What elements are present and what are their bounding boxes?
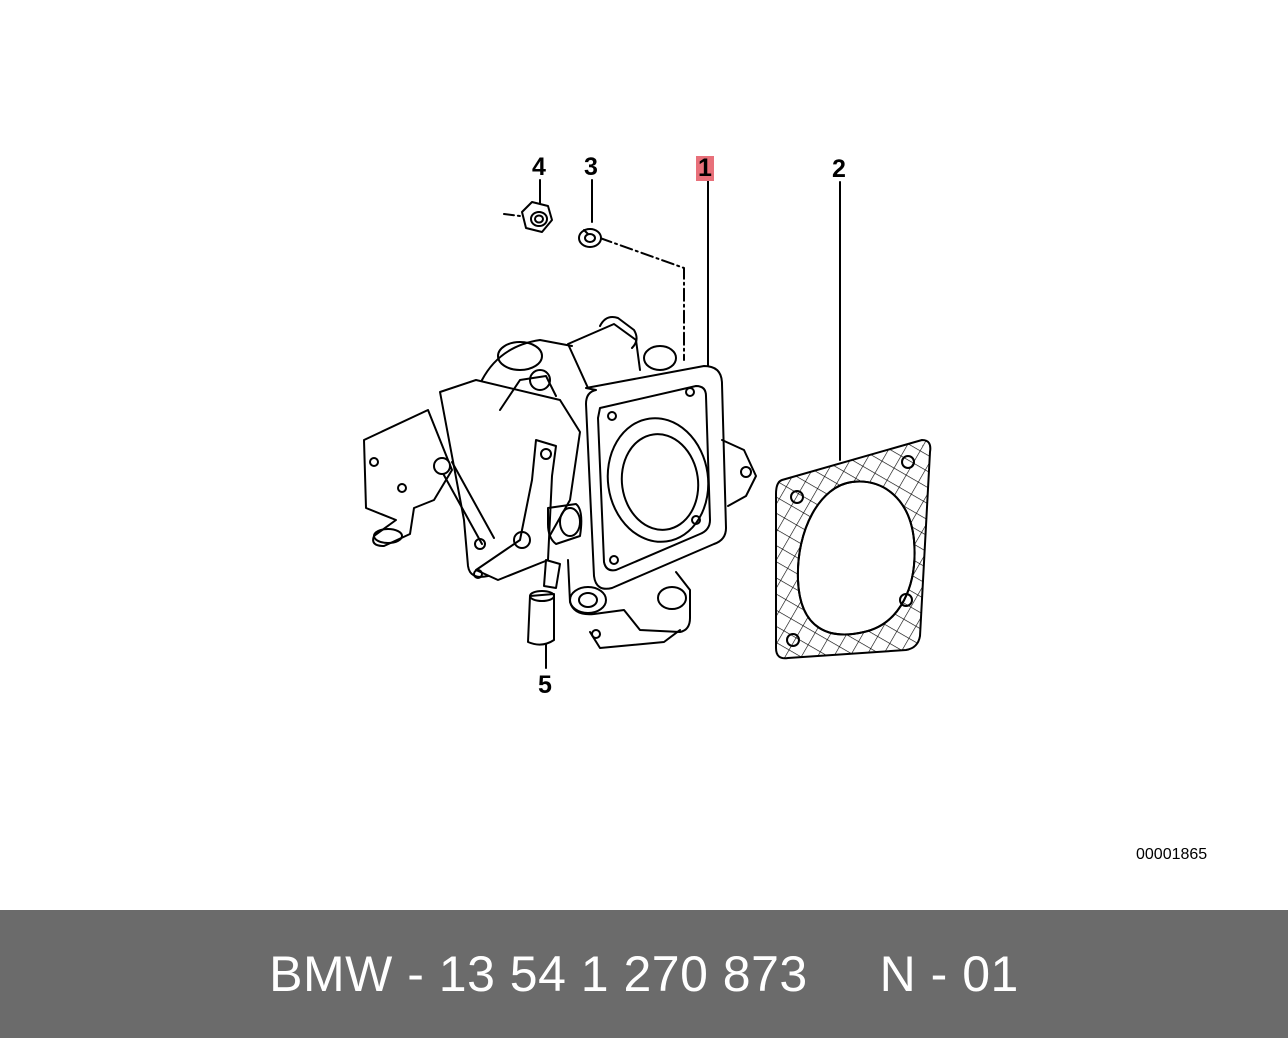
callout-4[interactable]: 4 xyxy=(532,153,546,181)
throttle-body-part-1 xyxy=(363,316,757,649)
footer-bar: BMW - 13 54 1 270 873 N - 01 xyxy=(0,910,1288,1038)
assembly-axis-left xyxy=(503,213,521,217)
drawing-number: 00001865 xyxy=(1136,846,1208,863)
callout-3[interactable]: 3 xyxy=(584,153,598,181)
lock-washer-part-3 xyxy=(578,228,602,248)
throttle-body-drawing xyxy=(363,179,932,669)
gasket-part-2 xyxy=(775,439,932,660)
assembly-axis xyxy=(599,237,685,361)
callout-1-highlighted[interactable]: 1 xyxy=(696,154,714,182)
hex-nut-part-4 xyxy=(521,201,553,233)
part-number-caption: BMW - 13 54 1 270 873 N - 01 xyxy=(269,946,1019,1002)
callout-5[interactable]: 5 xyxy=(538,671,552,699)
hose-part-5 xyxy=(527,559,561,646)
callout-2[interactable]: 2 xyxy=(832,155,846,183)
parts-diagram: 4 3 1 2 5 00001865 xyxy=(363,153,1208,863)
